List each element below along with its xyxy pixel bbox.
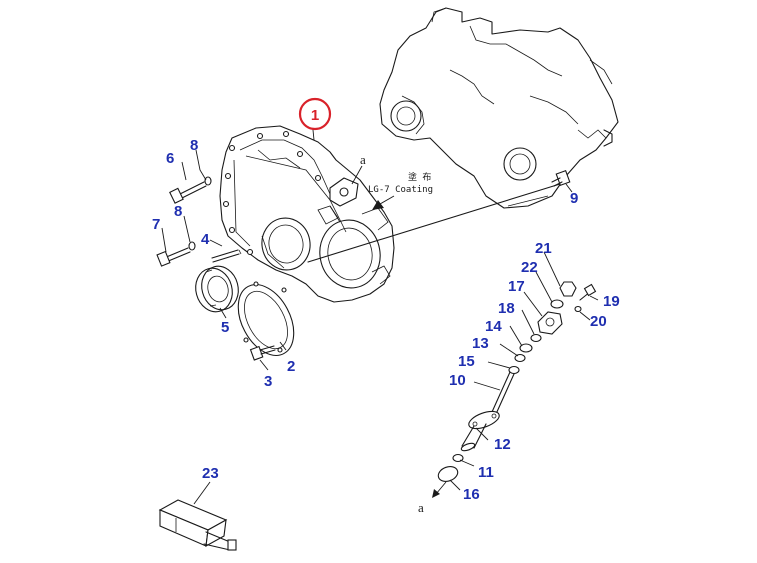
callout-14: 14	[485, 318, 502, 335]
callout-16: 16	[463, 486, 480, 503]
callout-9: 9	[570, 190, 578, 207]
callout-15: 15	[458, 353, 475, 370]
callout-21: 21	[535, 240, 552, 257]
highlight-circle	[298, 97, 332, 131]
washer-22	[550, 299, 564, 309]
oil-seal-5	[195, 265, 239, 313]
callout-4: 4	[201, 231, 210, 248]
leader-lines	[161, 119, 599, 505]
callout-5: 5	[221, 319, 229, 336]
front-cover	[219, 125, 395, 303]
callout-1: 1	[311, 107, 319, 124]
callout-19: 19	[603, 293, 620, 310]
callout-18: 18	[498, 300, 515, 317]
bolt-3	[249, 345, 276, 361]
callout-2: 2	[287, 358, 295, 375]
label-a-top: a	[360, 152, 366, 167]
washer-8-lower	[188, 241, 196, 251]
callout-6: 6	[166, 150, 174, 167]
callout-20: 20	[590, 313, 607, 330]
callout-3: 3	[264, 373, 272, 390]
bolt-9	[551, 169, 571, 187]
callout-10: 10	[449, 372, 466, 389]
coating-note-chinese: 塗 布	[408, 171, 431, 183]
callout-13: 13	[472, 335, 489, 352]
callout-17: 17	[508, 278, 525, 295]
coating-note-text: LG-7 Coating	[368, 185, 433, 195]
callout-8-lower: 8	[174, 203, 182, 220]
bolt-7	[156, 247, 191, 267]
oil-filler-assembly	[432, 281, 597, 498]
washer-8-upper	[204, 176, 212, 186]
callout-11: 11	[478, 464, 494, 481]
callout-12: 12	[494, 436, 511, 453]
callout-23: 23	[202, 465, 219, 482]
label-a-bottom: a	[418, 500, 424, 515]
callout-7: 7	[152, 216, 160, 233]
callout-8-upper: 8	[190, 137, 198, 154]
cap-21	[559, 281, 577, 297]
part-23	[158, 499, 237, 551]
highlight-callout-1: 1	[298, 97, 332, 131]
dowel-pin-4	[211, 249, 242, 263]
engine-block	[307, 7, 619, 263]
bolt-6	[169, 181, 207, 204]
callout-22: 22	[521, 259, 538, 276]
gasket-2	[237, 281, 295, 356]
callout-numbers: 2 3 4 5 6 7 8 8 9 10 11 12 13 14 15 16 1…	[152, 137, 620, 503]
